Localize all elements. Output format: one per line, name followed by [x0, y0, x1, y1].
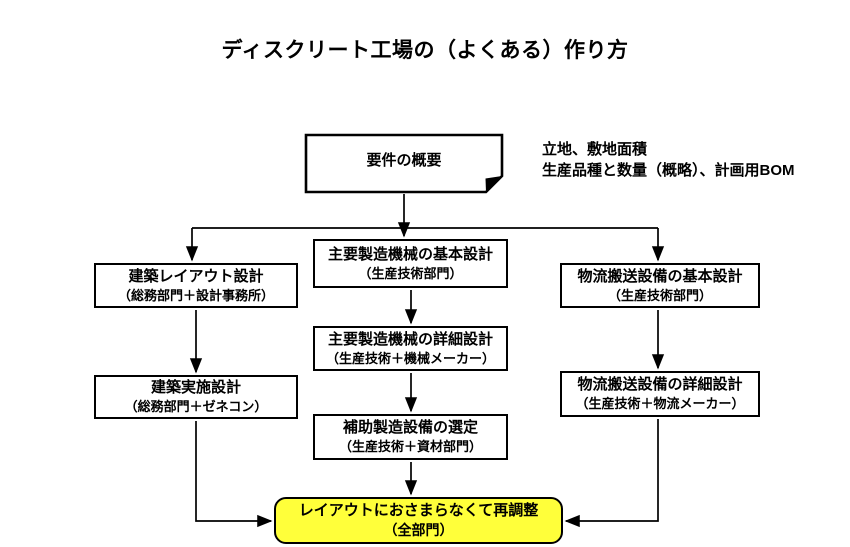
- folded-corner-icon: [485, 176, 502, 192]
- annotation-line-1: 立地、敷地面積: [542, 141, 648, 158]
- annotation-note: 立地、敷地面積 生産品種と数量（概略）、計画用BOM: [542, 139, 795, 181]
- node-subtitle: （生産技術部門）: [358, 265, 463, 281]
- node-requirements-overview: 要件の概要: [306, 135, 502, 188]
- node-building-execution-design: 建築実施設計 （総務部門＋ゼネコン）: [94, 375, 298, 419]
- node-title: 物流搬送設備の詳細設計: [577, 376, 743, 394]
- node-title: 建築レイアウト設計: [128, 267, 264, 285]
- annotation-line-2: 生産品種と数量（概略）、計画用BOM: [542, 162, 795, 179]
- diagram-title: ディスクリート工場の（よくある）作り方: [221, 39, 629, 62]
- node-title: レイアウトにおさまらなくて再調整: [298, 501, 539, 519]
- node-subtitle: （全部門）: [383, 522, 454, 539]
- node-subtitle: （生産技術＋物流メーカー）: [575, 396, 745, 412]
- node-building-layout-design: 建築レイアウト設計 （総務部門＋設計事務所）: [94, 263, 298, 308]
- node-readjustment: レイアウトにおさまらなくて再調整 （全部門）: [274, 497, 563, 544]
- node-title: 建築実施設計: [150, 379, 241, 397]
- node-title: 主要製造機械の基本設計: [327, 245, 493, 263]
- node-title: 主要製造機械の詳細設計: [327, 330, 493, 348]
- node-subtitle: （生産技術部門）: [607, 287, 712, 303]
- node-main-machinery-detail-design: 主要製造機械の詳細設計 （生産技術＋機械メーカー）: [313, 326, 508, 371]
- node-logistics-transport-basic-design: 物流搬送設備の基本設計 （生産技術部門）: [560, 263, 760, 308]
- node-subtitle: （総務部門＋設計事務所）: [117, 287, 274, 303]
- connector-left2-to-end: [195, 421, 273, 528]
- node-title: 物流搬送設備の基本設計: [577, 267, 743, 285]
- connector-right2-to-end: [564, 419, 659, 528]
- node-subtitle: （総務部門＋ゼネコン）: [124, 399, 268, 415]
- node-subtitle: （生産技術＋機械メーカー）: [325, 350, 495, 366]
- node-auxiliary-equipment-selection: 補助製造設備の選定 （生産技術＋資材部門）: [313, 414, 508, 460]
- node-main-machinery-basic-design: 主要製造機械の基本設計 （生産技術部門）: [313, 239, 508, 288]
- node-logistics-transport-detail-design: 物流搬送設備の詳細設計 （生産技術＋物流メーカー）: [560, 371, 760, 417]
- node-label: 要件の概要: [366, 152, 442, 170]
- node-subtitle: （生産技術＋資材部門）: [338, 439, 482, 455]
- node-title: 補助製造設備の選定: [342, 419, 478, 437]
